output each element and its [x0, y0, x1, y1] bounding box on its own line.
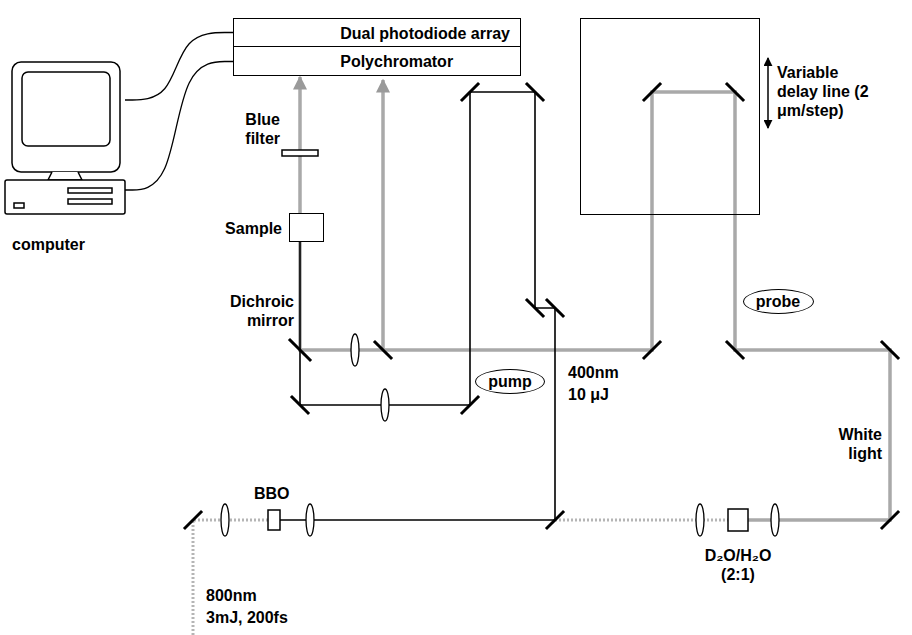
- energy-label: 10 μJ: [568, 385, 609, 404]
- mirror: [290, 340, 310, 360]
- component-label: Dichroic mirror: [212, 292, 294, 330]
- computer-icon: [12, 62, 120, 172]
- connector-layer: [125, 33, 300, 214]
- delay-arrow: [767, 58, 769, 128]
- component-label: BBO: [254, 484, 290, 503]
- component-label: D₂O/H₂O (2:1): [692, 546, 784, 584]
- mirror: [462, 397, 478, 413]
- mirror: [727, 342, 743, 358]
- node-label: Polychromator: [340, 52, 453, 71]
- probe-beam: [381, 80, 385, 350]
- computer-icon: [22, 72, 110, 146]
- sample-cell: Sample: [289, 213, 324, 242]
- mirror: [375, 342, 391, 358]
- mirror: [462, 84, 478, 100]
- computer-icon: [48, 172, 82, 180]
- delay-arrow: [767, 58, 769, 128]
- computer-icon: [68, 188, 112, 193]
- beam-tag: pump: [475, 369, 545, 394]
- component-label: Blue filter: [226, 110, 280, 148]
- beam-label: White light: [818, 425, 882, 463]
- beam-tag: probe: [743, 289, 814, 314]
- probe-beam: [300, 80, 890, 520]
- mirror: [185, 84, 898, 528]
- crystal-cell: [268, 509, 748, 531]
- pump-beam: [280, 92, 555, 520]
- mirror: [527, 84, 543, 100]
- mirror: [882, 342, 898, 358]
- mirror: [547, 512, 563, 528]
- computer-icon: [68, 199, 112, 204]
- node-label: Sample: [225, 218, 282, 237]
- computer-icon: [5, 62, 125, 214]
- lens: [771, 504, 779, 536]
- lens: [351, 334, 359, 366]
- detector-box: Dual photodiode array: [233, 18, 521, 47]
- mirror: [644, 342, 660, 358]
- mirror: [882, 512, 898, 528]
- signal-beam: [298, 77, 302, 213]
- pulse-label: 3mJ, 200fs: [206, 608, 288, 627]
- mirror: [292, 397, 308, 413]
- fundamental-beam: [193, 520, 728, 635]
- mirror: [547, 300, 563, 316]
- lens: [221, 504, 229, 536]
- crystal-cell: [728, 509, 748, 531]
- beam-name: pump: [476, 372, 544, 391]
- beam-name: probe: [744, 292, 813, 311]
- node-label: Dual photodiode array: [340, 23, 510, 42]
- computer-icon: [5, 180, 125, 214]
- cable: [125, 62, 233, 191]
- mirror: [727, 84, 743, 100]
- filter-plate: [282, 150, 318, 156]
- wavelength-label: 800nm: [206, 586, 257, 605]
- polychromator-box: Polychromator: [233, 47, 521, 76]
- lens: [221, 334, 779, 536]
- probe-beam: [300, 92, 890, 520]
- filter-plate: [282, 150, 318, 156]
- lens: [306, 504, 314, 536]
- node-label: Variable delay line (2 μm/step): [777, 63, 873, 120]
- cable: [125, 33, 233, 101]
- lens: [381, 389, 389, 421]
- computer-icon: [14, 203, 24, 208]
- lens: [696, 504, 704, 536]
- delay-line-box: Variable delay line (2 μm/step): [580, 18, 760, 215]
- pump-beam: [280, 92, 555, 520]
- mirror: [644, 84, 660, 100]
- crystal-cell: [268, 510, 280, 530]
- mirror: [527, 300, 543, 316]
- wavelength-label: 400nm: [568, 363, 619, 382]
- computer: computer: [5, 62, 125, 254]
- mirror: [185, 512, 201, 528]
- node-label: computer: [12, 235, 85, 254]
